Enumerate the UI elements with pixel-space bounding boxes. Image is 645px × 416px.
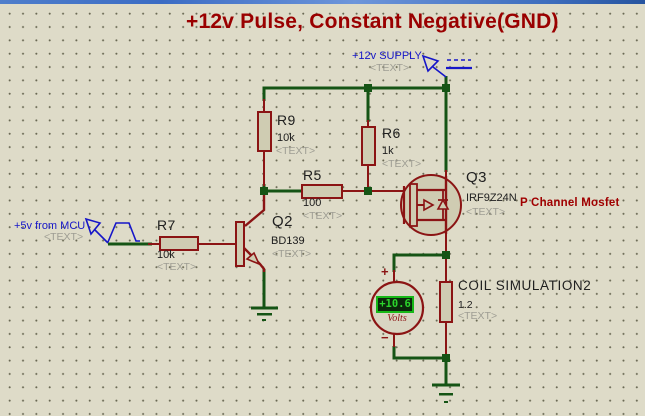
coil-value[interactable]: 1.2 [458,299,473,311]
wire-nodeA-to-r5[interactable] [262,184,302,193]
junction-r5-r6-gate [364,187,372,195]
supply-terminal-flag-icon[interactable] [421,54,440,73]
coil-body[interactable] [439,281,453,323]
r6-value[interactable]: 1k [382,145,394,157]
q2-emitter-arrow [245,251,261,266]
coil-placeholder[interactable]: <TEXT> [458,310,498,322]
r6-refdes[interactable]: R6 [382,125,401,141]
q3-body-diode-triangle [436,198,450,210]
junction-r9-r5-collector [260,187,268,195]
input-terminal-flag-icon[interactable] [84,217,102,236]
resistor-r6-body[interactable] [361,126,376,166]
q2-value[interactable]: BD139 [271,235,305,247]
pulse-waveform-icon [107,222,140,243]
input-terminal-placeholder[interactable]: <TEXT> [44,231,84,243]
supply-terminal-label[interactable]: +12v SUPPLY [352,50,422,62]
junction-bus-supply [442,84,450,92]
transistor-q2-symbol[interactable] [235,193,266,272]
r7-placeholder[interactable]: <TEXT> [157,261,197,273]
q3-channel-bar [409,183,418,227]
window-titlebar-edge [0,0,645,4]
r5-value[interactable]: 100 [303,197,322,209]
voltmeter-unit-label: Volts [387,313,407,324]
ground-symbol-q2[interactable] [251,306,278,321]
supply-terminal-lead [432,66,447,78]
mosfet-q3-symbol[interactable] [400,174,462,236]
q3-annotation: P Channel Mosfet [520,197,620,209]
q2-base-bar[interactable] [235,221,245,267]
voltmeter-lcd-display[interactable]: +10.6 [376,296,414,313]
wire-drain-to-voltmeter-plus[interactable] [392,253,446,272]
q2-collector-lead[interactable] [244,193,266,227]
input-terminal-lead [94,229,109,244]
r9-refdes[interactable]: R9 [277,112,296,128]
r7-value[interactable]: 10k [157,249,175,261]
junction-bus-r6 [364,84,372,92]
voltmeter-plus-sign: + [381,264,389,279]
schematic-title: +12v Pulse, Constant Negative(GND) [186,10,559,33]
junction-ground-node [442,354,450,362]
wire-top-bus[interactable] [262,86,446,101]
q3-placeholder[interactable]: <TEXT> [466,206,506,218]
resistor-r9-body[interactable] [257,111,272,152]
wire-voltmeter-minus-to-nodeD[interactable] [392,346,446,360]
q3-refdes[interactable]: Q3 [466,169,487,186]
supply-terminal-placeholder[interactable]: <TEXT> [370,62,410,74]
voltmeter-minus-sign: − [381,330,389,345]
r9-placeholder[interactable]: <TEXT> [276,145,316,157]
resistor-r5-body[interactable] [301,184,343,199]
r6-placeholder[interactable]: <TEXT> [382,158,422,170]
q3-substrate-arrow [423,198,435,212]
ground-symbol-load[interactable] [432,383,460,403]
r5-placeholder[interactable]: <TEXT> [303,210,343,222]
input-terminal-label[interactable]: +5v from MCU [14,220,86,232]
q3-value[interactable]: IRF9Z24N [466,192,517,204]
r5-refdes[interactable]: R5 [303,167,322,183]
r9-value[interactable]: 10k [277,132,295,144]
q2-placeholder[interactable]: <TEXT> [272,248,312,260]
coil-refdes[interactable]: COIL SIMULATION2 [458,278,592,293]
q2-refdes[interactable]: Q2 [272,213,293,230]
junction-drain-node [442,251,450,259]
r7-refdes[interactable]: R7 [157,217,176,233]
resistor-r7-body[interactable] [159,236,199,251]
